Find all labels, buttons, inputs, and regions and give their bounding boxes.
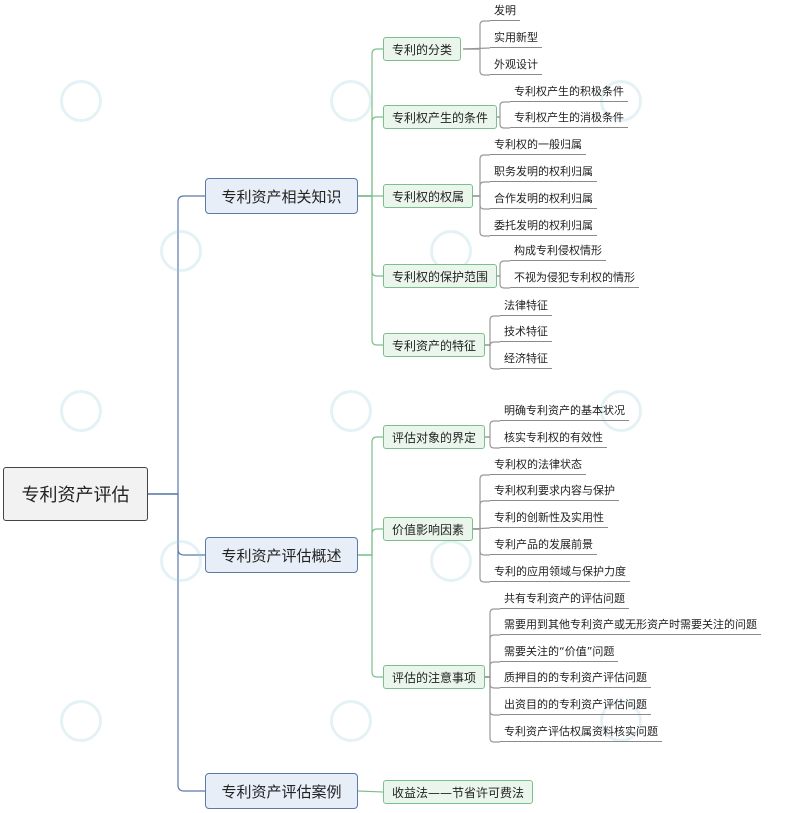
group-link [495,260,510,277]
section-node: 专利资产评估概述 [205,537,358,573]
group-link [463,20,490,50]
root-node: 专利资产评估 [3,467,148,521]
root-link [148,493,205,792]
group-link [483,436,500,449]
section-node: 专利资产相关知识 [205,178,358,214]
group-link [495,275,510,289]
leaf-item: 专利权产生的消极条件 [510,108,628,128]
leaf-item: 外观设计 [490,55,542,75]
group-link [481,676,500,743]
section-link [358,48,383,197]
group-node: 专利的分类 [383,37,462,61]
group-link [493,101,510,118]
root-link [148,195,205,495]
leaf-item: 专利权的一般归属 [490,135,586,155]
group-link [471,528,490,583]
section-link [358,554,383,678]
group-node: 评估对象的界定 [383,425,486,449]
leaf-item: 合作发明的权利归属 [490,189,597,209]
leaf-item: 构成专利侵权情形 [510,241,606,261]
leaf-item: 出资目的的专利资产评估问题 [500,695,651,715]
group-link [473,154,490,197]
section-link [358,436,383,556]
root-link [148,493,205,556]
group-link [473,195,490,237]
group-node: 专利权的权属 [383,184,474,208]
group-link [473,195,490,210]
leaf-item: 专利的创新性及实用性 [490,508,608,528]
group-node: 专利权的保护范围 [383,264,498,288]
group-link [473,181,490,197]
section-link [358,528,383,556]
group-link [493,116,510,129]
group-link [475,315,500,346]
leaf-item: 专利资产评估权属资料核实问题 [500,722,662,742]
group-node: 评估的注意事项 [383,665,486,689]
leaf-item: 明确专利资产的基本状况 [500,401,629,421]
group-link [463,48,490,76]
leaf-item: 发明 [490,1,520,21]
group-link [481,634,500,678]
group-node: 收益法——节省许可费法 [383,780,534,804]
leaf-item: 技术特征 [500,322,552,342]
leaf-item: 核实专利权的有效性 [500,428,607,448]
section-link [357,790,384,793]
section-link [358,195,383,346]
leaf-item: 经济特征 [500,349,552,369]
leaf-item: 专利权的法律状态 [490,455,586,475]
group-link [481,608,500,678]
leaf-item: 专利产品的发展前景 [490,535,597,555]
leaf-item: 法律特征 [500,296,552,316]
leaf-item: 专利权产生的积极条件 [510,82,628,102]
leaf-item: 委托发明的权利归属 [490,216,597,236]
leaf-item: 实用新型 [490,28,542,48]
group-link [481,661,500,678]
group-node: 专利权产生的条件 [383,105,498,129]
leaf-item: 不视为侵犯专利权的情形 [510,268,639,288]
group-node: 专利资产的特征 [383,333,486,357]
group-link [483,420,500,438]
leaf-item: 需要用到其他专利资产或无形资产时需要关注的问题 [500,615,761,635]
group-link [475,344,500,370]
section-node: 专利资产评估案例 [205,773,358,809]
leaf-item: 质押目的的专利资产评估问题 [500,668,651,688]
leaf-item: 专利权利要求内容与保护 [490,481,619,501]
leaf-item: 共有专利资产的评估问题 [500,589,629,609]
leaf-item: 专利的应用领域与保护力度 [490,562,630,582]
group-link [471,474,490,530]
group-link [471,500,490,530]
leaf-item: 需要关注的“价值”问题 [500,642,619,662]
section-link [358,116,383,197]
group-node: 价值影响因素 [383,517,474,541]
leaf-item: 职务发明的权利归属 [490,162,597,182]
section-link [358,195,383,277]
